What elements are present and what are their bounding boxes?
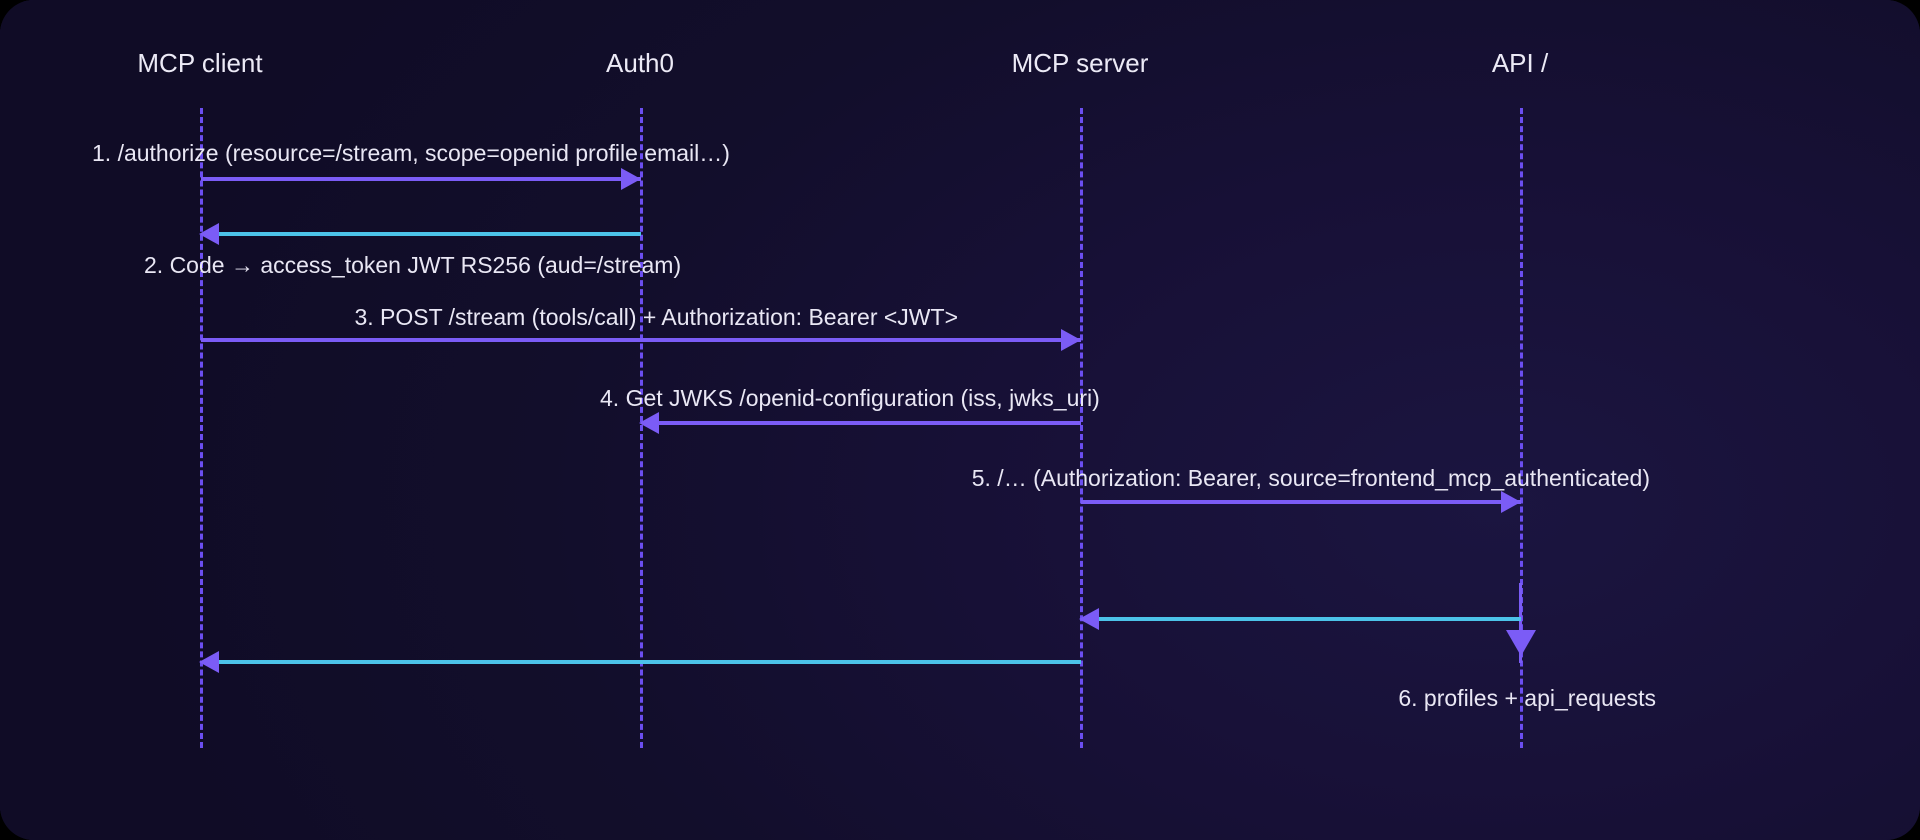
message-6-label: 6. profiles + api_requests — [1398, 685, 1656, 711]
message-4-arrowhead-left-icon — [639, 412, 659, 434]
message-3-line — [201, 338, 1081, 342]
actor-label-auth0: Auth0 — [606, 48, 674, 78]
message-3-arrowhead-right-icon — [1061, 329, 1081, 351]
lifeline-mcp-server — [1080, 108, 1083, 748]
message-4-line — [653, 421, 1081, 425]
api-arrowhead-down-icon — [1506, 630, 1536, 656]
api-activation-line — [1519, 583, 1522, 663]
message-5-line — [1081, 500, 1521, 504]
message-6-line — [1093, 617, 1521, 621]
message-5-arrowhead-right-icon — [1501, 491, 1521, 513]
message-3-label: 3. POST /stream (tools/call) + Authoriza… — [354, 304, 958, 330]
final-response-arrowhead-left-icon — [199, 651, 219, 673]
actor-label-mcp-server: MCP server — [1011, 48, 1149, 78]
lifeline-mcp-client — [200, 108, 203, 748]
actor-label-mcp-client: MCP client — [137, 48, 263, 78]
message-2-label: 2. Code → access_token JWT RS256 (aud=/s… — [144, 252, 682, 278]
message-1-arrowhead-right-icon — [621, 168, 641, 190]
message-5-label: 5. /… (Authorization: Bearer, source=fro… — [971, 465, 1650, 491]
actor-label-api: API / — [1491, 48, 1549, 78]
message-1-label: 1. /authorize (resource=/stream, scope=o… — [92, 140, 730, 166]
lifeline-api — [1520, 108, 1523, 748]
message-6-arrowhead-left-icon — [1079, 608, 1099, 630]
message-2-arrowhead-left-icon — [199, 223, 219, 245]
message-2-line — [213, 232, 641, 236]
final-response-line — [213, 660, 1081, 664]
message-4-label: 4. Get JWKS /openid-configuration (iss, … — [600, 385, 1100, 411]
message-1-line — [201, 177, 641, 181]
